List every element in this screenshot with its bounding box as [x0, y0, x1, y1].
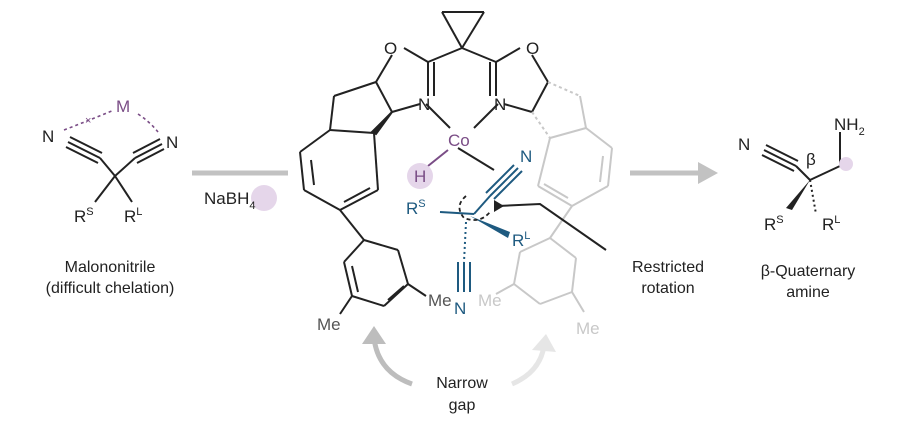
chelation-dotted-left	[63, 109, 115, 131]
chelation-dotted-right	[137, 113, 159, 133]
product-structure	[761, 132, 841, 215]
cobalt-label: Co	[448, 131, 470, 150]
restricted-rotation-pointer	[497, 202, 607, 251]
metal-label: M	[116, 97, 130, 116]
narrow-gap-arrow-right	[510, 345, 547, 387]
bound-substrate	[439, 164, 523, 292]
bound-rl-wedge	[470, 216, 510, 238]
product-rl-label: RL	[822, 214, 840, 234]
methyl-right-1: Me	[478, 291, 502, 310]
left-oxazoline-o: O	[384, 39, 397, 58]
bound-nitrile-n-bottom: N	[454, 299, 466, 318]
product-rs-wedge	[786, 180, 810, 210]
narrow-gap-caption-1: Narrow	[436, 375, 488, 392]
product-nitrile-n: N	[738, 135, 750, 154]
co-h-bond	[427, 149, 449, 167]
restricted-caption-1: Restricted	[632, 259, 704, 276]
right-nitrile-n: N	[166, 133, 178, 152]
left-rl-label: RL	[124, 206, 142, 226]
right-oxazoline-n: N	[494, 95, 506, 114]
restricted-caption-2: rotation	[641, 280, 694, 297]
product-nh2-label: NH2	[834, 115, 865, 138]
chelation-cross-mark: ×	[85, 115, 91, 127]
catalyst-faded-half	[495, 81, 613, 313]
left-oxazoline-n: N	[418, 95, 430, 114]
methyl-left-1: Me	[317, 315, 341, 334]
left-nitrile-n: N	[42, 127, 54, 146]
reagent-highlight	[251, 185, 277, 211]
product-caption-1: β-Quaternary	[761, 263, 856, 280]
bound-nitrile-n-top: N	[520, 147, 532, 166]
product-beta-label: β	[806, 150, 816, 169]
narrow-gap-caption-2: gap	[449, 397, 476, 414]
bound-rl-label: RL	[512, 230, 530, 250]
malononitrile-structure	[65, 136, 165, 203]
product-rs-label: RS	[764, 214, 784, 234]
malononitrile-caption-1: Malononitrile	[65, 259, 156, 276]
left-rs-label: RS	[74, 206, 94, 226]
reagent-label: NaBH4	[204, 189, 255, 212]
methyl-right-2: Me	[576, 319, 600, 338]
rotation-dashed-arc	[458, 195, 491, 221]
catalyst-ligand	[299, 11, 549, 315]
product-amine-highlight	[839, 157, 853, 171]
hydride-label: H	[414, 167, 426, 186]
product-caption-2: amine	[786, 284, 830, 301]
hydride-highlight	[407, 163, 433, 189]
bound-rs-label: RS	[406, 198, 426, 218]
right-oxazoline-o: O	[526, 39, 539, 58]
narrow-gap-arrow-left	[371, 337, 413, 387]
methyl-left-2: Me	[428, 291, 452, 310]
malononitrile-caption-2: (difficult chelation)	[46, 280, 175, 297]
